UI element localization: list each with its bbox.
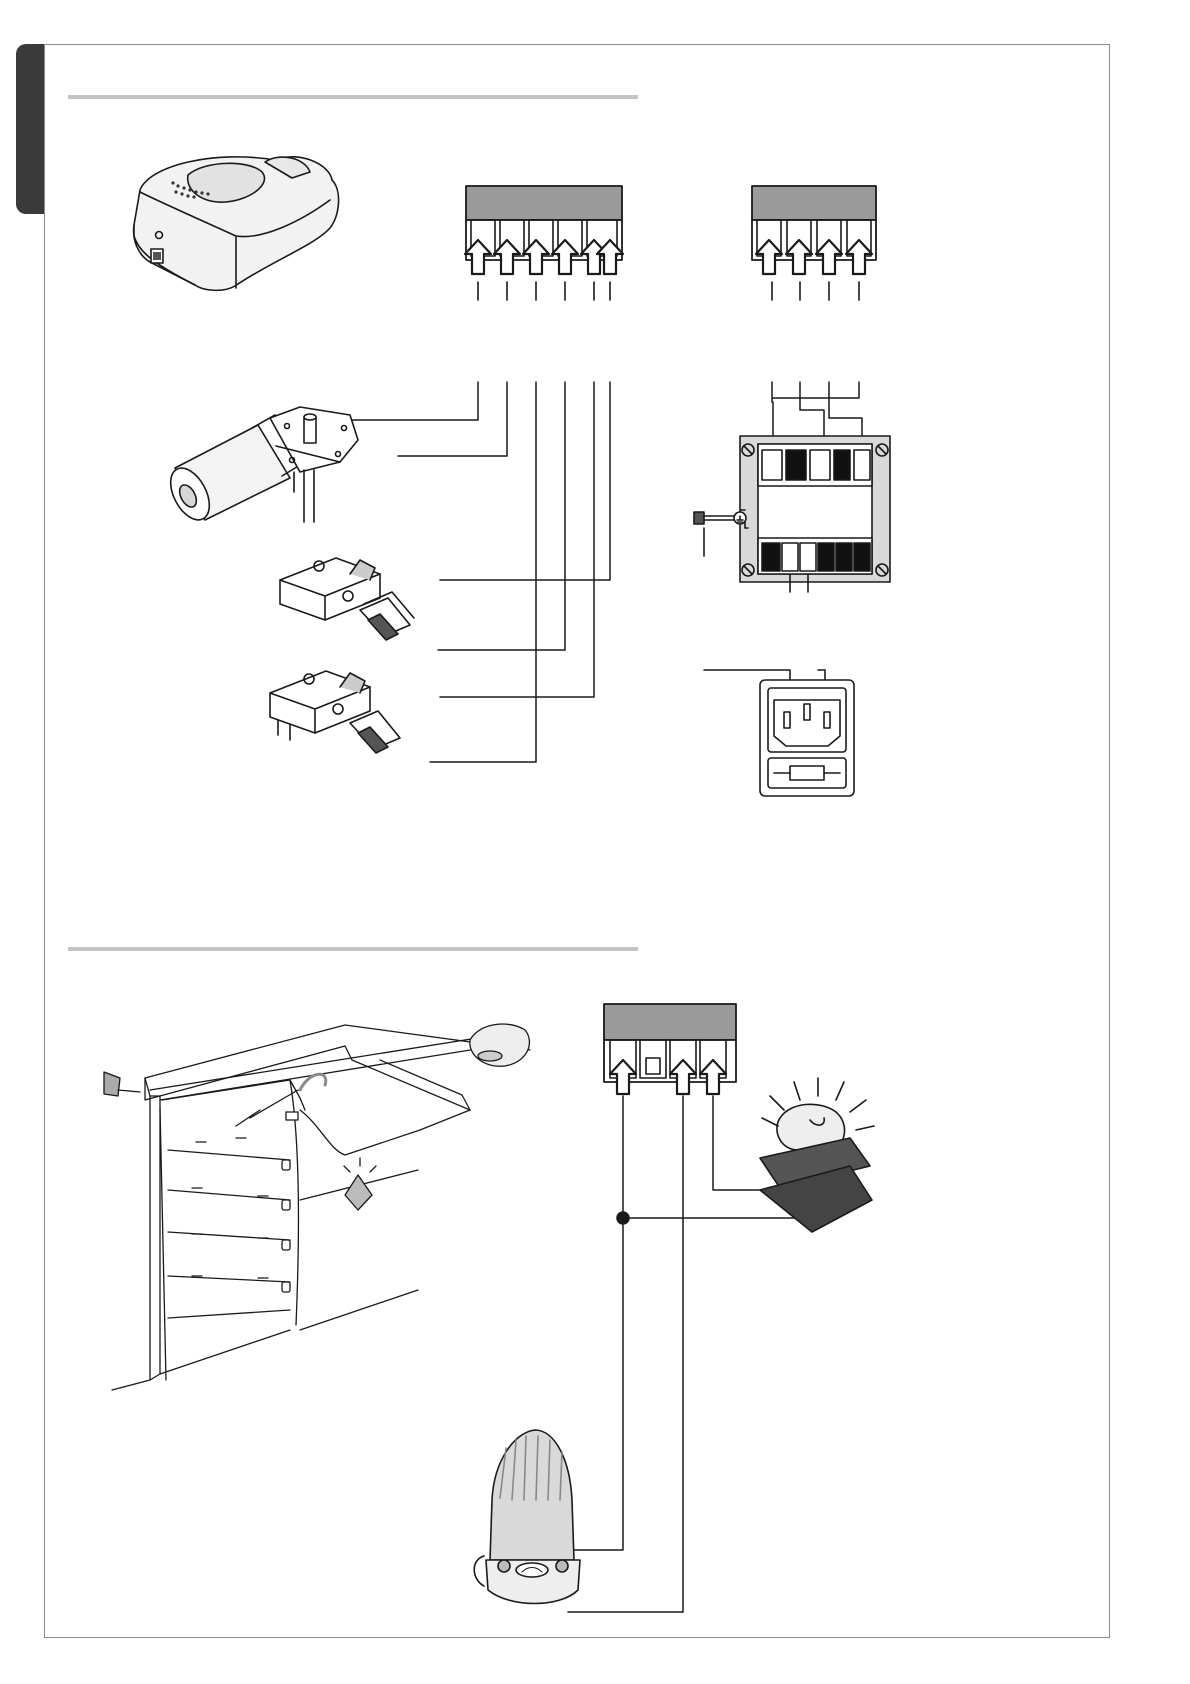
- terminal-block-4: [752, 186, 876, 300]
- terminal-block-6: [465, 186, 623, 300]
- transformer-icon: [694, 436, 890, 592]
- lamp-icon: [760, 1078, 874, 1232]
- sectional-garage-door-icon: [104, 1024, 530, 1390]
- microswitch-icon: [270, 671, 400, 753]
- terminal-block-aux: [604, 1004, 736, 1094]
- gearmotor-icon: [163, 407, 358, 526]
- power-inlet-fuse-icon: [704, 670, 854, 796]
- flashing-light-icon: [474, 1430, 580, 1604]
- transformer-wiring: [772, 382, 862, 438]
- garage-opener-housing-icon: [134, 157, 339, 291]
- microswitch-icon: [280, 558, 414, 640]
